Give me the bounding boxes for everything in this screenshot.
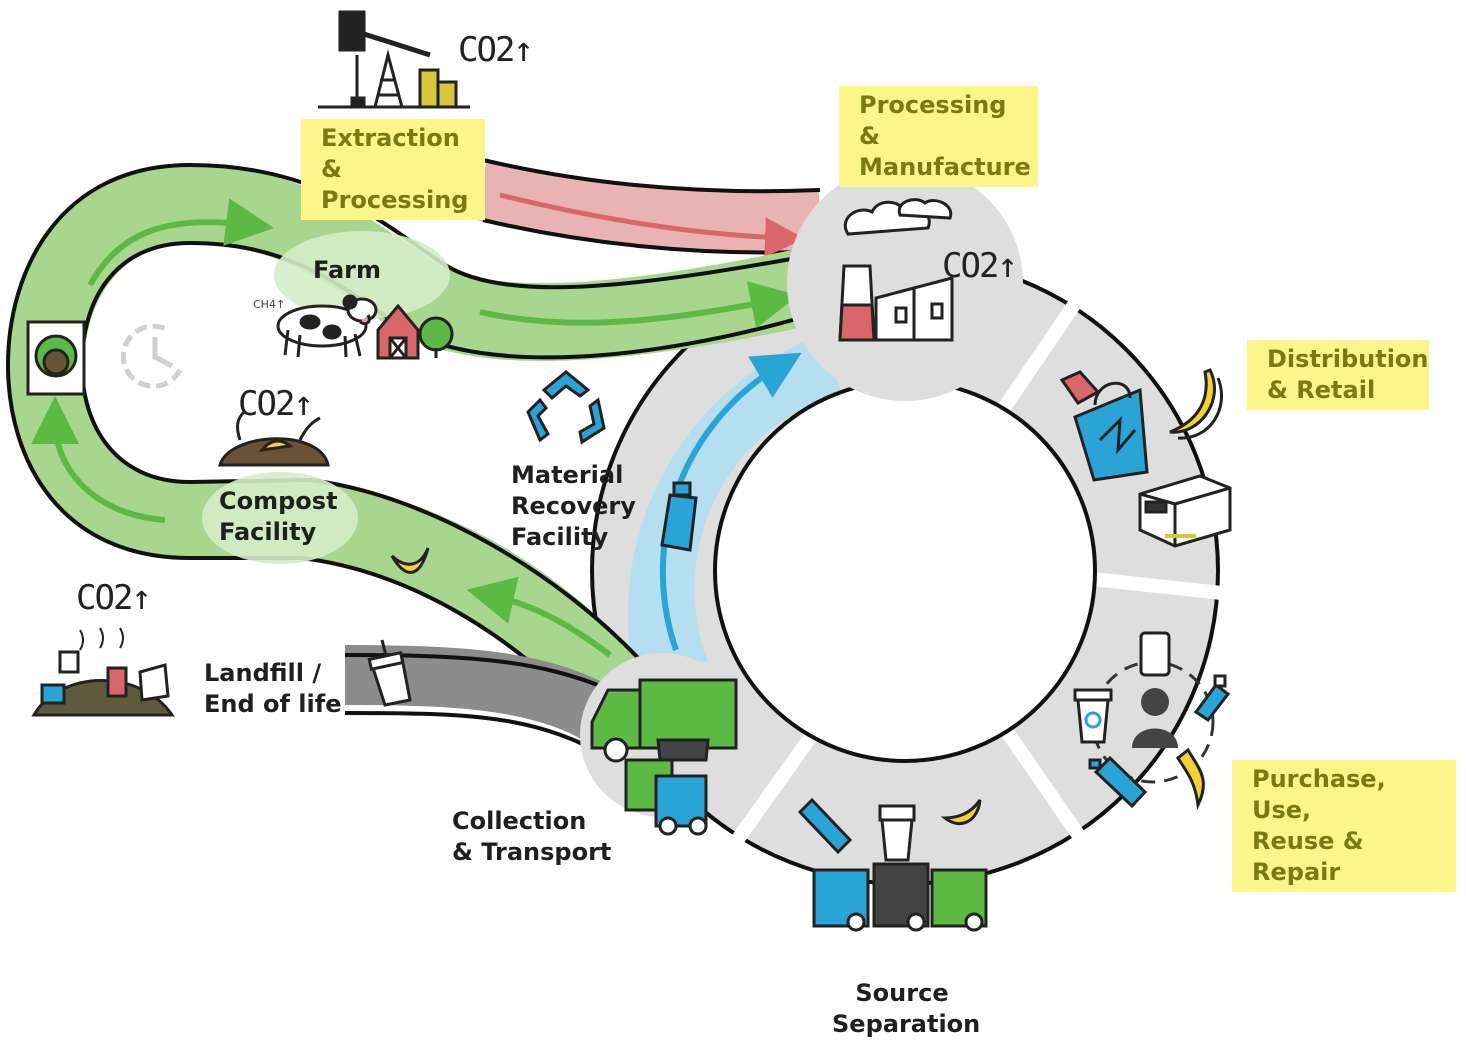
organic-flow-path bbox=[5, 162, 831, 722]
landfill-label: Landfill / End of life bbox=[204, 659, 342, 718]
clock-icon bbox=[120, 323, 183, 389]
recycle-icon bbox=[526, 370, 606, 445]
banana-icon bbox=[1169, 368, 1223, 440]
coffee-cup-icon bbox=[1073, 688, 1113, 744]
material-recovery-label: Material Recovery Facility bbox=[511, 461, 636, 551]
source-separation-label: Source Separation bbox=[832, 979, 981, 1038]
distribution-label: Distribution & Retail bbox=[1247, 340, 1429, 410]
compost-node bbox=[202, 472, 358, 564]
banana-icon bbox=[1176, 747, 1205, 811]
barn-icon bbox=[376, 303, 420, 360]
lifecycle-ring bbox=[590, 248, 1288, 893]
farm-node bbox=[274, 231, 450, 319]
co2-emission-landfill: CO2↑ bbox=[76, 578, 152, 618]
co2-emission-compost: CO2↑ bbox=[238, 384, 314, 424]
ch4-emission-farm: CH4↑ bbox=[253, 298, 286, 311]
phone-icon bbox=[1139, 631, 1171, 677]
shopping-bag-icon bbox=[1059, 370, 1149, 482]
banana-icon bbox=[390, 547, 430, 574]
water-bottle-icon bbox=[660, 481, 698, 552]
purchase-label: Purchase, Use, Reuse & Repair bbox=[1232, 760, 1456, 892]
collection-label: Collection & Transport bbox=[452, 807, 612, 866]
cow-icon bbox=[276, 294, 378, 358]
extraction-flow-path bbox=[473, 158, 822, 258]
processing-label: Processing & Manufacture bbox=[839, 86, 1038, 187]
co2-emission-manufacture: CO2↑ bbox=[942, 246, 1018, 286]
drink-cup-icon bbox=[367, 639, 412, 707]
extraction-label: Extraction & Processing bbox=[301, 119, 485, 220]
person-icon bbox=[1132, 688, 1178, 748]
tree-icon bbox=[418, 316, 454, 358]
landfill-pile-icon bbox=[31, 627, 175, 717]
farm-label: Farm bbox=[313, 256, 382, 284]
compost-bag-icon bbox=[26, 320, 86, 396]
compost-label: Compost Facility bbox=[219, 487, 338, 546]
compost-mound-icon bbox=[217, 410, 330, 467]
use-reuse-cluster bbox=[1073, 631, 1231, 811]
factory-icon bbox=[838, 198, 954, 342]
co2-emission-extraction: CO2↑ bbox=[458, 30, 534, 70]
garbage-truck-icon bbox=[590, 678, 738, 836]
toothpaste-icon bbox=[1193, 674, 1231, 723]
recycle-bins-icon bbox=[797, 797, 988, 932]
package-box-icon bbox=[1138, 474, 1232, 548]
water-bottle-icon bbox=[1088, 755, 1148, 809]
recycling-flow-band bbox=[627, 335, 842, 664]
oil-pump-icon bbox=[318, 10, 470, 109]
